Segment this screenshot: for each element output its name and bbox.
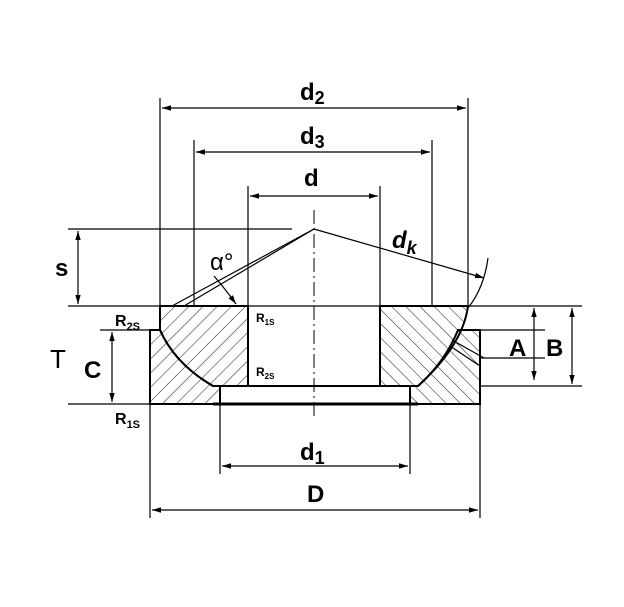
s-label: s [55,255,68,282]
A-label: A [509,335,526,362]
d2-label: d2 [300,79,325,108]
outer-ring-left-section [149,329,221,405]
R2S-inner-label: R2S [256,365,275,381]
cone-line-left-inner [183,228,315,307]
d1-label: d1 [300,439,325,468]
cone-line-left-outer [171,228,315,307]
R1S-inner-label: R1S [256,311,275,327]
C-label: C [84,357,101,384]
groove-line-2 [449,345,481,367]
T-label: T [50,344,66,374]
B-label: B [546,335,563,362]
dk-label: dk [392,227,418,258]
groove-line-1 [451,339,485,359]
outer-ring-right-section [409,329,481,405]
alpha-label: α° [210,249,233,276]
alpha-arc [213,275,237,305]
D-label: D [307,481,324,508]
dk-line [313,228,485,279]
R1S-left-label: R1S [115,411,140,431]
d3-label: d3 [300,123,325,152]
d-label: d [304,165,319,192]
dk-arc [467,257,489,309]
